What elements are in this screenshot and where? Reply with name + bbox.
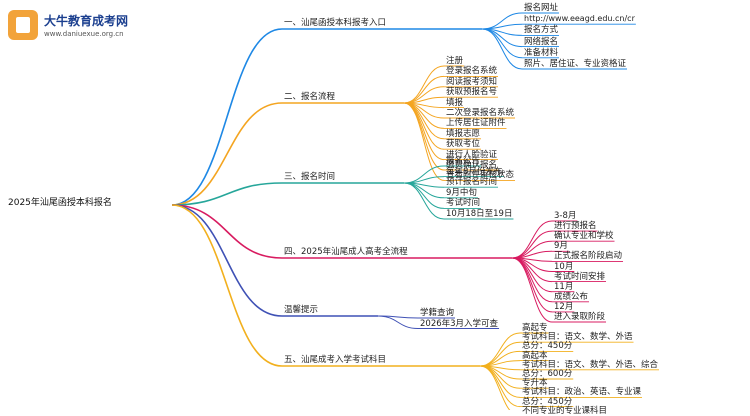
edge-leaf-4-11 (511, 257, 553, 323)
leaf-node: 进行预报名 (554, 221, 597, 232)
leaf-node: 缴费确认报名 (446, 160, 498, 170)
branch-label-6: 五、汕尾成考入学考试科目 (284, 355, 387, 365)
edge-root-branch-3 (171, 182, 283, 206)
leaf-node: 填报 (446, 97, 464, 108)
leaf-node: 网络报名 (524, 36, 559, 47)
leaf-node: 二次登录报名系统 (446, 108, 515, 118)
edge-leaf-1-6 (481, 28, 523, 70)
edge-leaf-2-8 (403, 102, 445, 140)
leaf-node: 阅读报考须知 (446, 76, 498, 87)
leaf-node: 报名公告 (446, 156, 481, 166)
edge-leaf-4-10 (511, 257, 553, 313)
branch-label-5: 温馨提示 (284, 305, 319, 315)
logo-url: www.daniuexue.org.cn (44, 30, 124, 38)
leaf-node: 总分：450分 (522, 341, 573, 352)
edge-leaf-3-1 (403, 165, 445, 184)
branch-label-2: 二、报名流程 (284, 92, 336, 102)
leaf-node: 专升本 (522, 378, 548, 389)
edge-root-branch-6 (171, 204, 283, 367)
edge-leaf-2-2 (403, 75, 445, 104)
site-logo: 大牛教育成考网 www.daniuexue.org.cn (6, 6, 156, 46)
edge-leaf-3-6 (403, 182, 445, 220)
leaf-node: 进入录取阶段 (554, 312, 606, 322)
logo-title: 大牛教育成考网 (44, 14, 129, 28)
leaf-node: 获取考位 (446, 139, 481, 150)
leaf-node: 确认专业和学校 (554, 231, 614, 242)
leaf-node: 每年8月份发布 (446, 166, 503, 177)
edge-root-branch-1 (171, 28, 283, 206)
edge-leaf-2-11 (403, 102, 445, 171)
edge-leaf-2-12 (403, 102, 445, 181)
leaf-node: 9月 (554, 241, 568, 252)
edge-leaf-5-2 (377, 315, 419, 329)
leaf-node: 总分：450分 (522, 396, 573, 407)
leaf-node: 3-8月 (554, 211, 577, 221)
leaf-node: 考试科目：政治、英语、专业课 (522, 387, 642, 398)
leaf-node: 报名网址 (524, 3, 559, 13)
root-node: 2025年汕尾函授本科报名 (8, 198, 112, 208)
leaf-node: 进行人脸验证 (446, 149, 498, 160)
leaf-node: 不同专业的专业课科目 (522, 405, 608, 416)
leaf-node: 考试科目：语文、数学、外语、综合 (522, 359, 659, 370)
branch-label-4: 四、2025年汕尾成人高考全流程 (284, 247, 408, 257)
leaf-node: 考试科目：语文、数学、外语 (522, 332, 633, 343)
edge-leaf-6-10 (479, 365, 511, 410)
branch-label-3: 三、报名时间 (284, 172, 336, 182)
leaf-node: 考试时间 (446, 198, 481, 209)
leaf-node: 照片、居住证、专业资格证 (524, 59, 627, 69)
edge-leaf-6-2 (479, 341, 521, 367)
leaf-node: 成绩公布 (554, 291, 589, 302)
leaf-node: 准备材料 (524, 47, 559, 58)
edge-leaf-2-7 (403, 102, 445, 129)
book-icon (8, 10, 38, 40)
leaf-node: 12月 (554, 301, 574, 312)
leaf-node: 10月18日至19日 (446, 209, 513, 219)
leaf-node: http://www.eeagd.edu.cn/cr (524, 14, 635, 24)
branch-label-1: 一、汕尾函授本科报考入口 (284, 18, 387, 28)
edge-leaf-4-2 (511, 230, 553, 259)
edge-leaf-2-10 (403, 102, 445, 161)
leaf-node: 报名方式 (524, 25, 559, 36)
edge-leaf-1-5 (481, 28, 523, 59)
leaf-node: 获取预报名号 (446, 87, 498, 98)
leaf-node: 预计报名时间 (446, 177, 498, 188)
edge-root-branch-5 (171, 204, 283, 317)
leaf-node: 2026年3月入学可查 (420, 318, 499, 329)
leaf-node: 上传居住证附件 (446, 118, 506, 129)
edge-root-branch-4 (171, 204, 283, 259)
leaf-node: 高起专 (522, 323, 548, 333)
edge-leaf-4-8 (511, 257, 553, 293)
leaf-node: 查看附件审核状态 (446, 170, 515, 181)
leaf-node: 学籍查询 (420, 308, 455, 318)
leaf-node: 登录报名系统 (446, 66, 498, 77)
leaf-node: 考试时间安排 (554, 271, 606, 282)
leaf-node: 填报志愿 (446, 128, 481, 139)
edge-leaf-6-8 (479, 365, 521, 398)
leaf-node: 总分：600分 (522, 369, 573, 379)
leaf-node: 注册 (446, 56, 464, 66)
edge-leaf-4-1 (511, 220, 553, 259)
edge-root-branch-2 (171, 102, 283, 206)
leaf-node: 高起本 (522, 350, 548, 361)
leaf-node: 11月 (554, 281, 574, 292)
leaf-node: 10月 (554, 261, 574, 272)
leaf-node: 正式报名阶段启动 (554, 251, 623, 262)
leaf-node: 9月中旬 (446, 187, 477, 198)
